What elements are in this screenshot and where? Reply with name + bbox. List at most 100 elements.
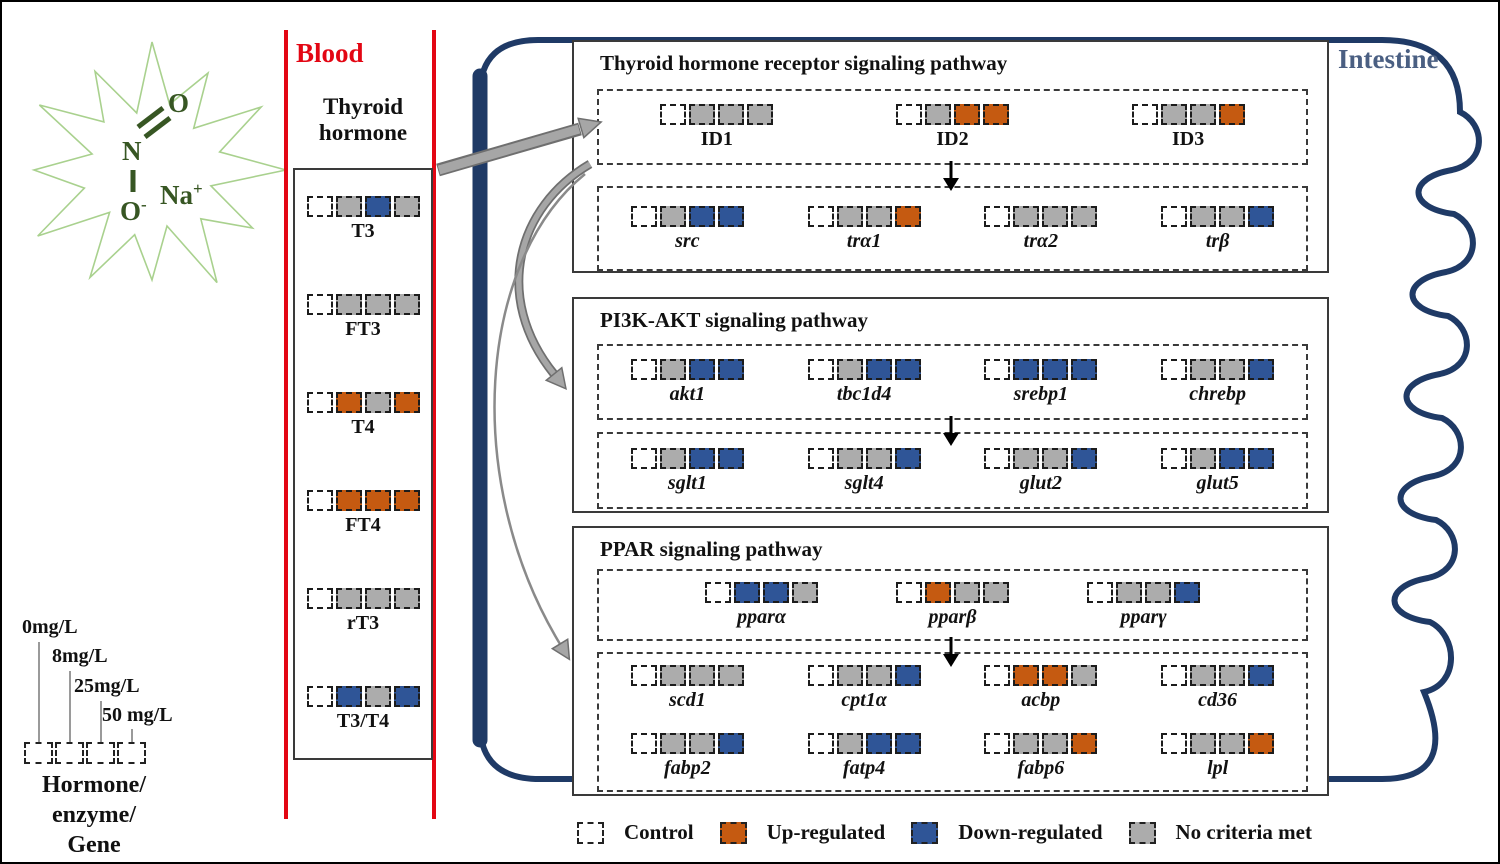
dose-cell-row [306,490,420,511]
no-criteria-cell [659,205,686,227]
gene-label: rT3 [346,612,380,634]
gene-label: glut2 [1019,471,1062,494]
gene-label: T4 [351,416,375,438]
gene-entry: glut2 [984,447,1098,494]
intestine-label: Intestine [1338,44,1439,74]
down-regulated-cell [1248,205,1275,227]
gene-entry: fabp2 [630,733,744,779]
no-criteria-cell [688,665,715,686]
no-criteria-cell [1042,447,1069,469]
dose-cell-row [807,665,921,686]
dose-cell-row [630,665,744,686]
no-criteria-cell [364,686,391,707]
dose-cell [55,742,84,764]
down-regulated-cell [1174,582,1200,603]
no-criteria-cell [689,104,716,125]
dose-cell-row [306,686,420,707]
no-criteria-cell [1160,104,1187,125]
gene-label: scd1 [669,689,706,711]
gene-entry: trα2 [984,205,1098,252]
legend-item: No criteria met [1128,820,1312,845]
no-criteria-cell [717,665,744,686]
up-regulated-cell [1071,733,1098,754]
gene-entry: ID1 [660,104,774,150]
dose-caption: Hormone/ enzyme/ Gene [42,772,146,858]
gene-entry: pparα [705,582,818,628]
control-cell [705,582,731,603]
no-criteria-cell [1190,733,1217,754]
gene-label: FT3 [345,318,381,340]
control-cell [660,104,687,125]
gene-label: fatp4 [843,757,886,779]
down-regulated-cell [717,447,744,469]
down-regulated-cell [1248,447,1275,469]
atom-oxygen-top: O [168,88,190,118]
no-criteria-cell [1145,582,1171,603]
control-cell [1161,359,1188,380]
gene-label: T3/T4 [336,710,390,732]
no-criteria-cell [1190,447,1217,469]
gene-label: acbp [1021,689,1061,711]
gene-entry: trβ [1161,205,1275,252]
down-regulated-cell [865,733,892,754]
dose-cell-row [984,205,1098,227]
gene-label: fabp6 [1017,757,1065,779]
starburst-icon [31,41,287,284]
no-criteria-cell [836,733,863,754]
gene-label: fabp2 [664,757,711,779]
gene-entry: acbp [984,665,1098,711]
no-criteria-cell [836,665,863,686]
dose-cell-row [1161,359,1275,380]
gene-label: pparγ [1120,606,1167,628]
no-criteria-cell [1042,205,1069,227]
blood-title: Blood [296,38,364,68]
legend-swatch-down-regulated-cell [911,821,939,844]
gene-entry: chrebp [1161,359,1275,405]
gene-label: cd36 [1198,689,1238,711]
down-regulated-cell [335,686,362,707]
dose-cell-row [630,359,744,380]
dose-pointer-line [69,671,71,742]
down-arrow-icon [942,416,959,446]
dose-cell [24,742,53,764]
no-criteria-cell [1219,205,1246,227]
thyroid-hormone-subtitle: Thyroid hormone [318,94,408,146]
dose-cell-row [807,205,921,227]
up-regulated-cell [982,104,1009,125]
atom-oxygen-bottom: O- [120,195,147,226]
dose-legend: 0mg/L 8mg/L 25mg/L 50 mg/L Hormone/ enzy… [14,614,224,859]
no-criteria-cell [364,588,391,609]
down-regulated-cell [688,359,715,380]
dose-cell-row [896,582,1009,603]
gene-label: T3 [351,220,375,242]
control-cell [306,490,333,511]
no-criteria-cell [1013,205,1040,227]
legend-label: Down-regulated [958,820,1103,844]
up-regulated-cell [364,490,391,511]
dose-cell [86,742,115,764]
down-regulated-cell [894,665,921,686]
gene-label: ID2 [936,128,969,150]
no-criteria-cell [659,665,686,686]
gene-entry: ID3 [1131,104,1245,150]
down-regulated-cell [1248,359,1275,380]
up-regulated-cell [894,205,921,227]
no-criteria-cell [1116,582,1142,603]
dose-cell-row [1161,205,1275,227]
up-regulated-cell [1013,665,1040,686]
no-criteria-cell [1189,104,1216,125]
gene-entry: FT4 [306,490,420,536]
no-criteria-cell [1071,205,1098,227]
control-cell [807,359,834,380]
panel-title: PI3K-AKT signaling pathway [600,308,869,332]
dose-label-8: 8mg/L [52,645,108,667]
down-regulated-cell [717,359,744,380]
down-regulated-cell [865,359,892,380]
gene-entry: cpt1α [807,665,921,711]
